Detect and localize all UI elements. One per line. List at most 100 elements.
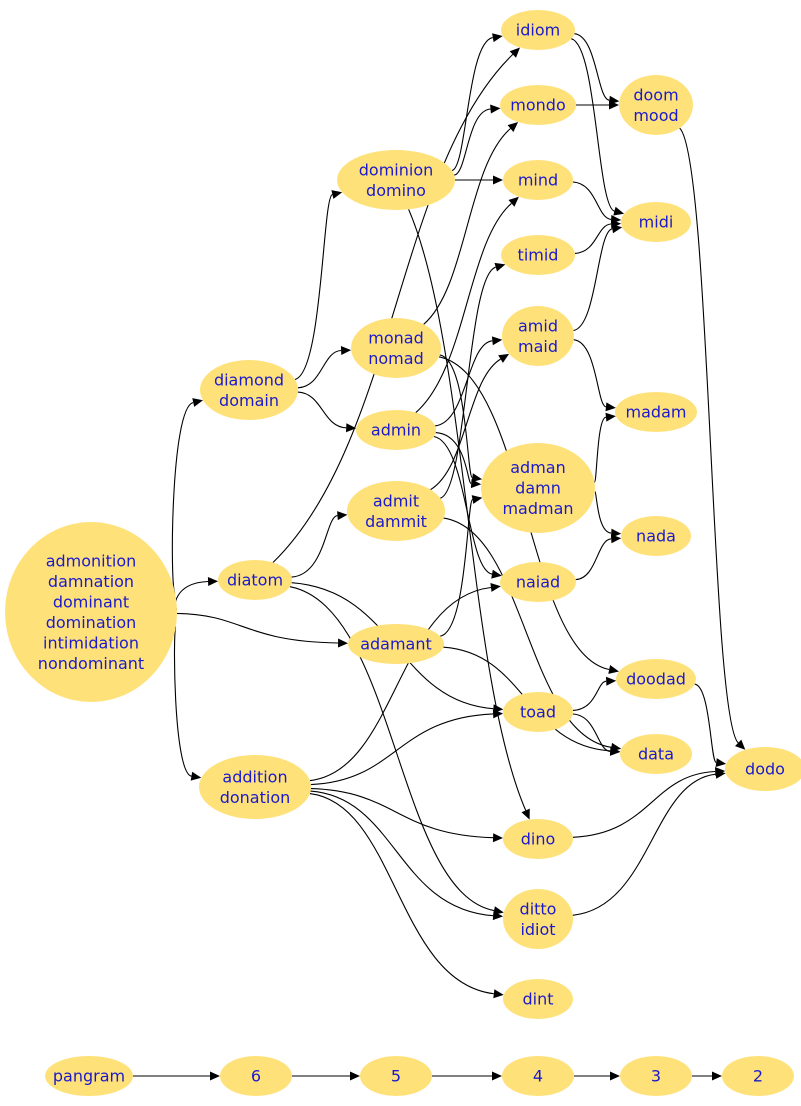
node-label: pangram [53,1067,125,1086]
node-label: midi [639,213,674,232]
edge-addition-dint [309,793,504,999]
edge-admit-timid [440,262,506,499]
node-label: dint [522,990,553,1009]
edge-doom-dodo [679,127,746,750]
node-shape [200,360,298,420]
edge-timid-midi [574,219,622,254]
node-shape [502,1056,574,1096]
node-shape [481,443,595,533]
node-label: nomad [368,349,423,368]
node-nada: nada [621,516,691,556]
node-n5: 5 [360,1056,432,1096]
node-ditto: ditto idiot [503,889,573,949]
node-label: 6 [251,1067,261,1086]
edge-dominion-idiom [451,33,503,172]
node-shape [503,889,573,949]
node-label: damnation [48,572,134,591]
node-shape [220,1056,292,1096]
node-shape [360,1056,432,1096]
node-shape [502,306,574,366]
edge-diamond-admin [297,391,357,433]
node-layer: admonitiondamnationdominantdominationint… [5,10,801,1096]
edge-big-diamond [171,398,203,594]
edge-monad-mondo [423,122,519,325]
edge-dominion-mondo [453,104,501,176]
node-label: domain [219,391,279,410]
edge-addition-naiad [309,583,501,782]
node-label: madman [502,499,573,518]
edge-big-adamant [176,612,348,648]
node-shape [503,979,573,1019]
node-label: dammit [365,512,427,531]
edge-admit-amid [430,353,510,491]
node-shape [501,235,575,275]
node-shape [615,392,697,432]
edge-idiom-midi [571,38,625,216]
edge-amid-midi [573,224,623,332]
edge-n5-n4 [432,1071,502,1081]
edge-big-diatom [174,577,219,610]
edge-layer [133,33,746,1081]
node-label: domino [366,181,426,200]
node-shape [619,75,693,135]
node-label: naiad [516,573,560,592]
node-shape [725,747,801,791]
edge-addition-dino [310,788,503,843]
edge-adman-nada [594,491,622,538]
node-label: mondo [510,96,565,115]
edge-admin-mind [415,196,519,414]
node-label: 5 [391,1067,401,1086]
node-label: timid [518,246,559,265]
node-label: idiot [520,920,555,939]
node-label: admin [371,421,421,440]
node-n3: 3 [620,1056,692,1096]
node-shape [621,202,691,242]
node-label: addition [222,767,287,786]
node-label: nada [636,527,676,546]
node-label: idiom [516,21,560,40]
node-label: ditto [520,899,557,918]
node-dino: dino [503,819,573,859]
edge-diatom-admit [291,511,348,578]
edge-diamond-dominion [294,190,343,381]
edge-n6-n5 [292,1071,360,1081]
node-shape [621,516,691,556]
edge-pangram-n6 [133,1071,220,1081]
node-label: adman [510,458,566,477]
node-shape [500,562,576,602]
edge-dominion-mind [455,175,503,185]
node-label: donation [220,788,291,807]
node-shape [348,624,444,664]
edge-admin-amid [435,336,503,427]
node-n2: 2 [722,1056,794,1096]
node-madam: madam [615,392,697,432]
edge-doodad-dodo [694,683,727,767]
edge-admin-naiad [433,435,502,579]
node-label: domination [46,613,137,632]
node-label: mind [518,171,558,190]
node-idiom: idiom [501,10,575,50]
node-dodo: dodo [725,747,801,791]
node-shape [218,560,292,600]
node-label: mood [633,106,678,125]
node-label: admonition [46,551,137,570]
node-label: data [638,745,674,764]
node-shape [45,1056,133,1096]
edge-ditto-dodo [572,769,726,916]
edge-n3-n2 [692,1071,722,1081]
node-naiad: naiad [500,562,576,602]
node-n4: 4 [502,1056,574,1096]
node-shape [620,1056,692,1096]
node-dint: dint [503,979,573,1019]
node-label: nondominant [38,654,144,673]
node-pangram: pangram [45,1056,133,1096]
edge-adman-madam [593,412,616,483]
edge-mondo-doom [575,100,619,110]
